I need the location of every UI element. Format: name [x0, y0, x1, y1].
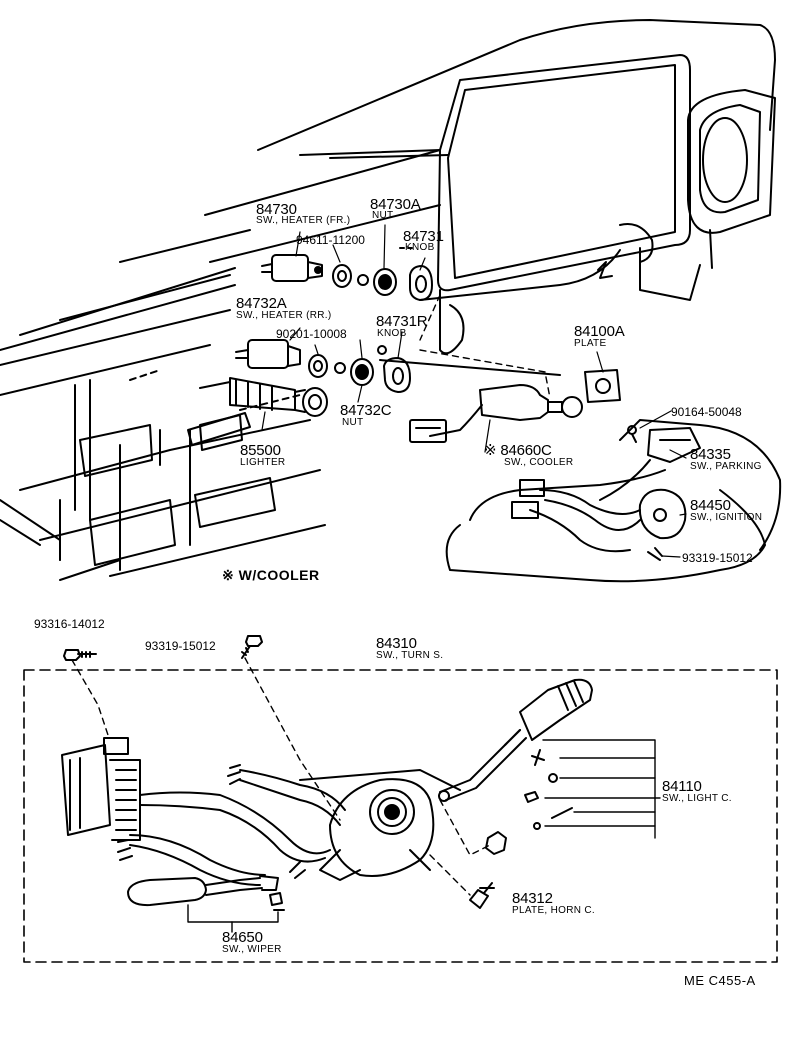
part-name-84660c: SW., COOLER: [504, 457, 574, 468]
part-name-84732c: NUT: [342, 417, 364, 428]
part-number-90164: 90164-50048: [671, 405, 742, 419]
horn-plate: [429, 854, 495, 909]
part-name-84732a: SW., HEATER (RR.): [236, 310, 332, 321]
ring-small-2: [334, 362, 346, 374]
part-name-84450: SW., IGNITION: [690, 512, 763, 523]
part-number-84100a: 84100A: [574, 323, 625, 340]
part-name-84731: KNOB: [405, 242, 435, 253]
washer-94611: [332, 264, 352, 288]
part-name-84730a: NUT: [372, 210, 394, 221]
part-number-84312: 84312: [512, 890, 553, 907]
nut-84732c: [350, 358, 374, 386]
part-number-90201: 90201-10008: [276, 327, 347, 341]
part-name-85500: LIGHTER: [240, 457, 286, 468]
wire-leads: [117, 764, 241, 861]
bolt-93316: [63, 649, 97, 661]
label-leaders: [261, 224, 687, 558]
light-control-stalk: [438, 678, 593, 802]
part-number-84450: 84450: [690, 497, 731, 514]
part-number-84730: 84730: [256, 201, 297, 218]
part-name-84731r: KNOB: [377, 328, 407, 339]
light-control-leaders: [439, 739, 661, 856]
plate-84100a: [584, 369, 621, 403]
harness-right: [511, 459, 651, 553]
knob-84731r: [383, 357, 411, 393]
part-number-84731r: 84731R: [376, 313, 428, 330]
part-number-84731: 84731: [403, 228, 444, 245]
diagram-code: ME C455-A: [684, 973, 756, 988]
part-number-94611: 94611-11200: [296, 233, 365, 247]
part-number-93319-lower: 93319-15012: [145, 639, 216, 653]
nut-84730a: [373, 268, 397, 296]
part-number-93316: 93316-14012: [34, 617, 105, 631]
switch-body: [319, 778, 435, 881]
cigarette-lighter: [199, 377, 328, 417]
part-number-93319-upper: 93319-15012: [682, 551, 753, 565]
knob-84731: [409, 265, 433, 301]
wiper-stalk: [127, 861, 306, 911]
part-number-85500: 85500: [240, 442, 281, 459]
part-name-84110: SW., LIGHT C.: [662, 793, 732, 804]
parking-switch: [627, 425, 701, 463]
wiper-leaders: [187, 904, 279, 933]
instrument-panel: [0, 19, 776, 581]
cooler-switch: [409, 384, 583, 443]
part-number-84660c: ※ 84660C: [484, 442, 552, 459]
steering-column-cover: [445, 419, 782, 583]
part-number-84110: 84110: [662, 778, 702, 795]
ignition-switch: [638, 488, 687, 561]
bolt-93319: [241, 635, 263, 659]
part-number-84732c: 84732C: [340, 402, 392, 419]
connector-block: [61, 737, 141, 841]
cooler-mark: ※: [484, 442, 497, 459]
part-name-84335: SW., PARKING: [690, 461, 762, 472]
part-name-84100a: PLATE: [574, 338, 607, 349]
cooler-note: ※ W/COOLER: [222, 567, 320, 583]
part-number-84650: 84650: [222, 929, 263, 946]
part-number-84730a: 84730A: [370, 196, 421, 213]
part-name-84650: SW., WIPER: [222, 944, 282, 955]
light-control-parts: [485, 749, 573, 855]
part-number-84310: 84310: [376, 635, 417, 652]
heater-switch-fr: [261, 254, 323, 282]
part-name-84310: SW., TURN S.: [376, 650, 444, 661]
part-number-84335: 84335: [690, 446, 731, 463]
heater-switch-rr: [235, 339, 301, 369]
part-number-84732a: 84732A: [236, 295, 287, 312]
wiring-harness: [129, 769, 461, 886]
washer-90201: [308, 354, 328, 378]
part-name-84730: SW., HEATER (FR.): [256, 215, 351, 226]
part-name-84312: PLATE, HORN C.: [512, 905, 595, 916]
small-ring: [357, 274, 369, 286]
combination-switch-outline: [23, 669, 778, 963]
